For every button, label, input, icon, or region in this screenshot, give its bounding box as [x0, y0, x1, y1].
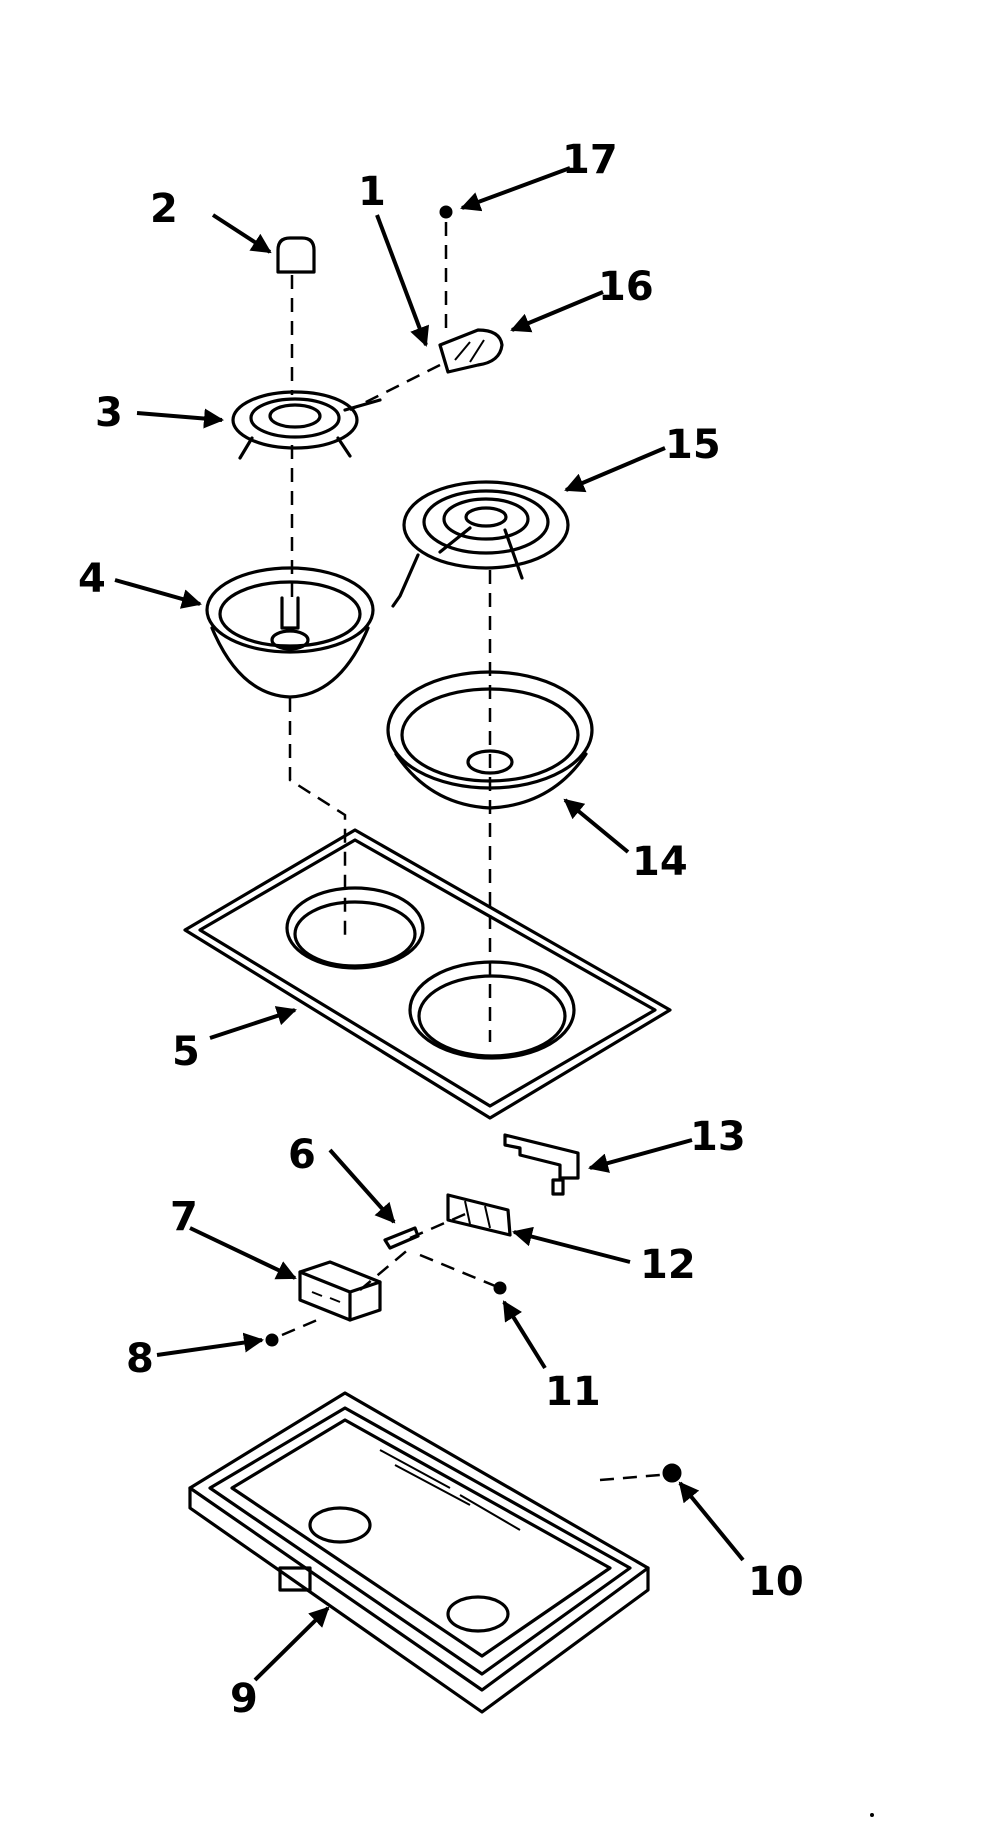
part-5-cooktop — [183, 828, 672, 1120]
part-10-screw — [662, 1463, 682, 1483]
callout-10: 10 — [748, 1559, 804, 1605]
callout-4: 4 — [78, 556, 106, 602]
callout-1: 1 — [358, 169, 386, 215]
callout-3: 3 — [95, 390, 123, 436]
callout-5: 5 — [172, 1029, 200, 1075]
assembly-lines — [281, 222, 661, 1482]
part-4-small-drip-pan — [205, 566, 375, 699]
part-2-knob — [276, 236, 316, 274]
part-7-block — [298, 1260, 382, 1322]
callout-13: 13 — [690, 1114, 746, 1160]
callout-16: 16 — [598, 264, 654, 310]
callout-numbers: 1 2 3 4 5 6 7 8 9 10 11 12 13 14 15 16 1… — [78, 137, 804, 1722]
part-8-screw — [265, 1333, 279, 1347]
part-12-plate — [446, 1193, 512, 1237]
callout-7: 7 — [170, 1194, 198, 1240]
leader-arrows — [114, 166, 745, 1682]
callout-9: 9 — [230, 1676, 258, 1722]
part-13-bracket — [503, 1133, 580, 1196]
callout-11: 11 — [545, 1369, 601, 1415]
callout-6: 6 — [288, 1132, 316, 1178]
callout-8: 8 — [126, 1336, 154, 1382]
part-6-clip — [383, 1226, 420, 1250]
callout-12: 12 — [640, 1242, 696, 1288]
part-3-small-surface-element — [231, 390, 382, 460]
callout-15: 15 — [665, 422, 721, 468]
part-11-screw — [493, 1281, 507, 1295]
callout-2: 2 — [150, 186, 178, 232]
callout-14: 14 — [632, 839, 688, 885]
callout-17: 17 — [562, 137, 618, 183]
part-16-terminal-block — [438, 328, 504, 374]
stray-dot — [870, 1813, 874, 1817]
part-9-base-box — [188, 1391, 650, 1714]
part-17-screw — [439, 205, 453, 219]
part-15-large-surface-element — [391, 480, 570, 608]
